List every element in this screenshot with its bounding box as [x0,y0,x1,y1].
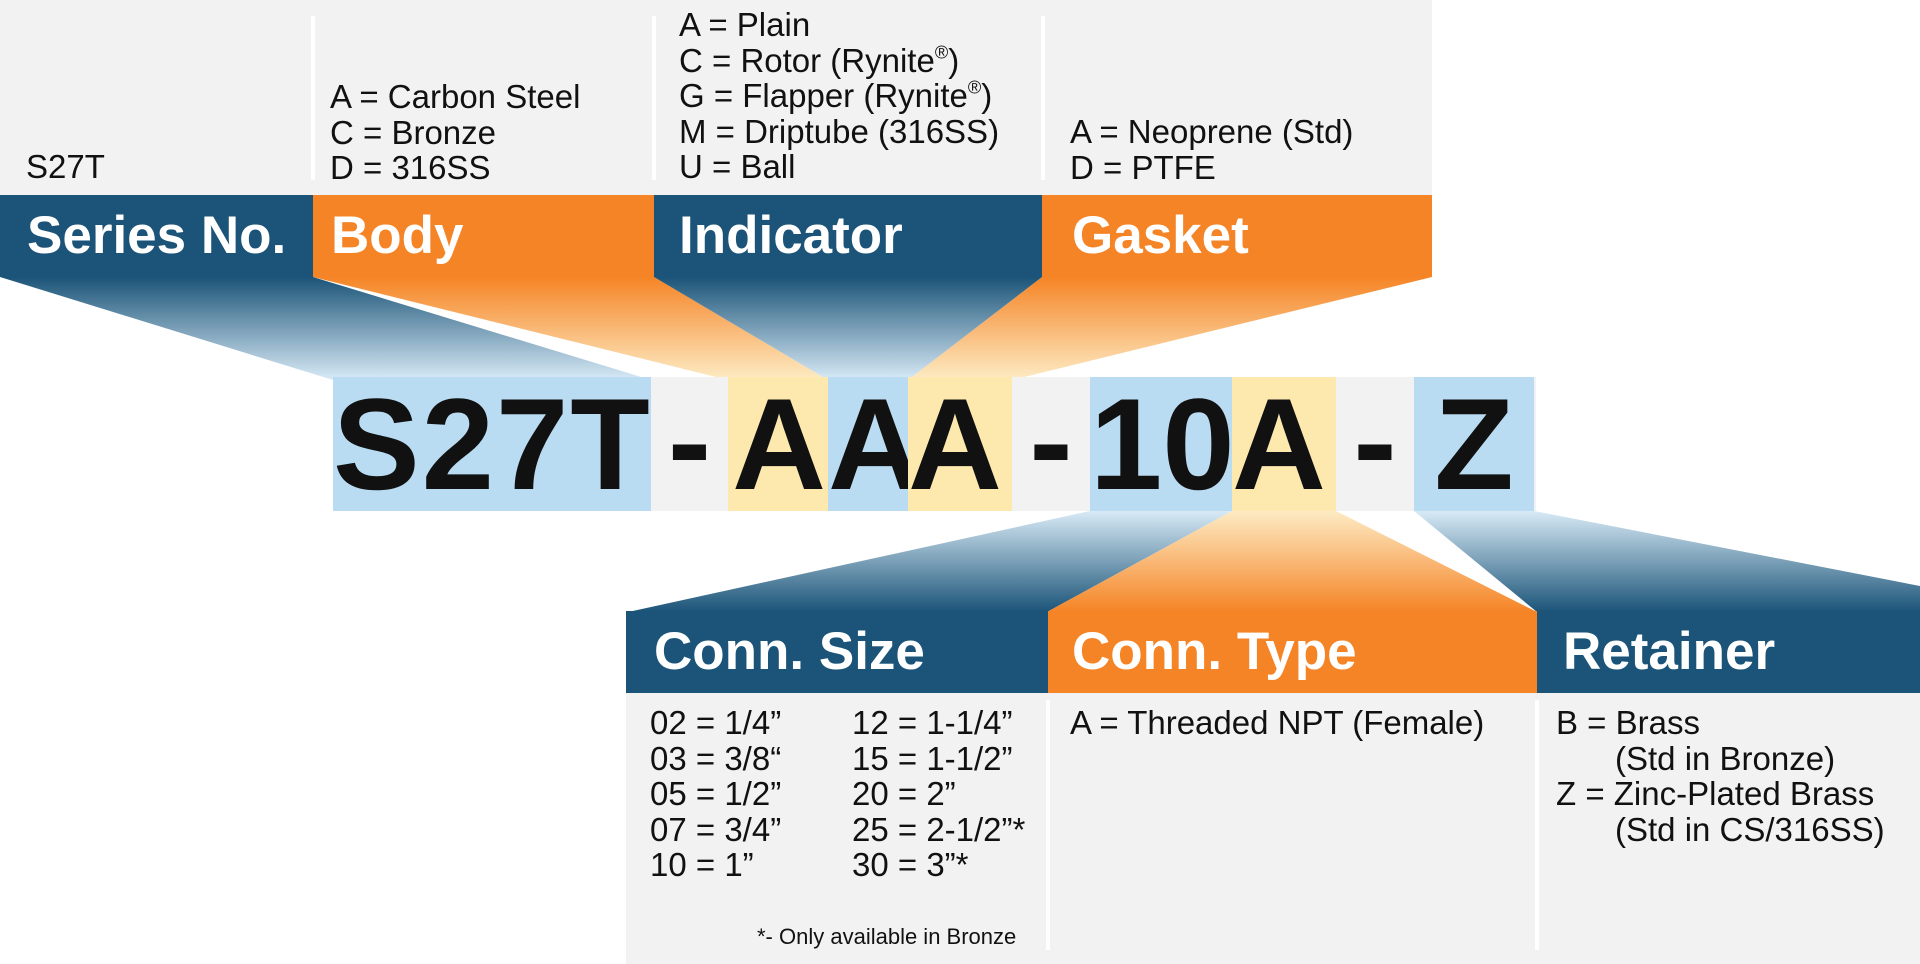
option: (Std in Bronze) [1615,739,1836,777]
option: 15 = 1-1/2” [852,739,1013,777]
option: 10 = 1” [650,846,754,883]
indicator-code: A [828,371,922,517]
option: 20 = 2” [852,775,956,812]
conn-size-options-left: 02 = 1/4” 03 = 3/8“ 05 = 1/2” 07 = 3/4” … [650,705,781,883]
option: 07 = 3/4” [650,810,782,848]
option: A = Plain [679,6,811,43]
option: 05 = 1/2” [650,775,782,812]
series-funnel-shape [0,277,651,380]
option: D = PTFE [1070,148,1216,186]
retainer-header: Retainer [1537,611,1920,693]
option: M = Driptube (316SS) [679,112,1000,150]
type-code: A [1232,377,1336,511]
option: A = Carbon Steel [330,78,581,115]
size-code: 10 [1090,371,1235,517]
retainer-options: B = Brass (Std in Bronze) Z = Zinc-Plate… [1556,705,1885,847]
top-options-panel [0,0,1432,196]
body-funnel [313,277,828,380]
option: G = Flapper (Rynite®) [679,78,999,114]
option: A = Neoprene (Std) [1070,113,1354,150]
divider [311,16,315,180]
dash: - [1353,368,1397,514]
divider [652,16,656,180]
option-text: G = Flapper (Rynite [679,77,968,114]
retainer-code: Z [1414,377,1534,511]
divider [1046,700,1050,950]
size-funnel [628,511,1232,612]
indicator-options: A = Plain C = Rotor (Rynite®) G = Flappe… [679,7,999,185]
option: S27T [26,148,105,185]
option: B = Brass [1556,704,1700,741]
option-text-end: ) [981,77,993,114]
option: 03 = 3/8“ [650,739,782,777]
option: 02 = 1/4” [650,704,782,741]
dash: - [1029,368,1073,514]
divider [1535,700,1539,950]
option: D = 316SS [330,149,491,186]
option: (Std in CS/316SS) [1615,810,1885,848]
series-code: S27T [333,371,652,517]
option: U = Ball [679,148,796,185]
dash: - [667,368,712,514]
body-code: A [728,377,828,511]
gasket-code: A [908,377,1012,511]
gasket-header: Gasket [1042,195,1432,277]
conn-type-header: Conn. Type [1048,611,1537,693]
option: A = Threaded NPT (Female) [1070,704,1485,741]
gasket-funnel [908,277,1432,380]
body-header: Body [313,195,654,277]
conn-size-options-right: 12 = 1-1/4” 15 = 1-1/2” 20 = 2” 25 = 2-1… [852,705,1025,883]
option: Z = Zinc-Plated Brass [1556,775,1875,812]
option: C = Rotor (Rynite®) [679,41,999,79]
option: 12 = 1-1/4” [852,704,1013,741]
series-no-header: Series No. [0,195,313,277]
conn-size-header: Conn. Size [626,611,1048,693]
option: 30 = 3”* [852,846,969,883]
conn-type-options: A = Threaded NPT (Female) [1070,705,1484,741]
bottom-options-panel [626,693,1920,964]
option: C = Bronze [330,113,496,151]
type-funnel [1047,511,1537,612]
gasket-options: A = Neoprene (Std) D = PTFE [1070,114,1353,185]
registered-mark: ® [934,41,949,62]
indicator-funnel [654,277,1042,380]
option: 25 = 2-1/2”* [852,810,1026,848]
body-options: A = Carbon Steel C = Bronze D = 316SS [330,79,580,186]
retainer-funnel [1414,511,1920,612]
option-text-end: ) [948,41,960,79]
bronze-footnote: *- Only available in Bronze [757,924,1017,949]
series-options: S27T [26,149,105,185]
registered-mark: ® [967,77,982,98]
option-text: C = Rotor (Rynite [679,41,935,79]
divider [1041,16,1045,180]
indicator-header: Indicator [654,195,1042,277]
